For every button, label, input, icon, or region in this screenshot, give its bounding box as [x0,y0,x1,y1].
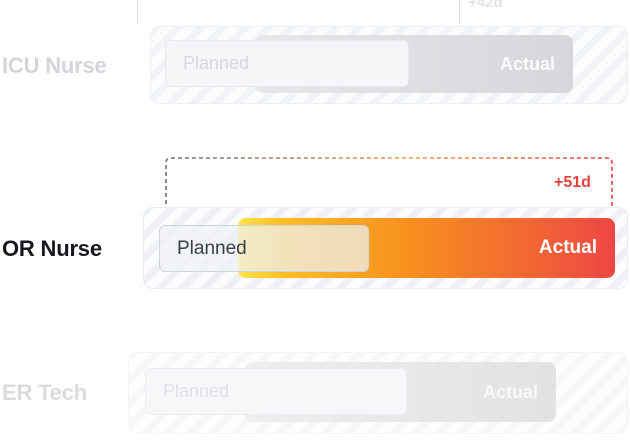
or-nurse-role-label: OR Nurse [2,236,102,261]
or-nurse-delay-label: +51d [554,174,591,191]
top-guide-line-left [137,0,138,24]
icu-nurse-role-label: ICU Nurse [2,53,107,78]
er-tech-role-label: ER Tech [2,380,87,405]
top-guide-line-right [459,0,460,24]
or-nurse-planned-bar[interactable]: Planned [159,225,369,272]
er-tech-planned-bar[interactable]: Planned [145,368,407,415]
icu-nurse-planned-bar[interactable]: Planned [165,40,409,87]
icu-nurse-delay-label: +42d [468,0,503,11]
